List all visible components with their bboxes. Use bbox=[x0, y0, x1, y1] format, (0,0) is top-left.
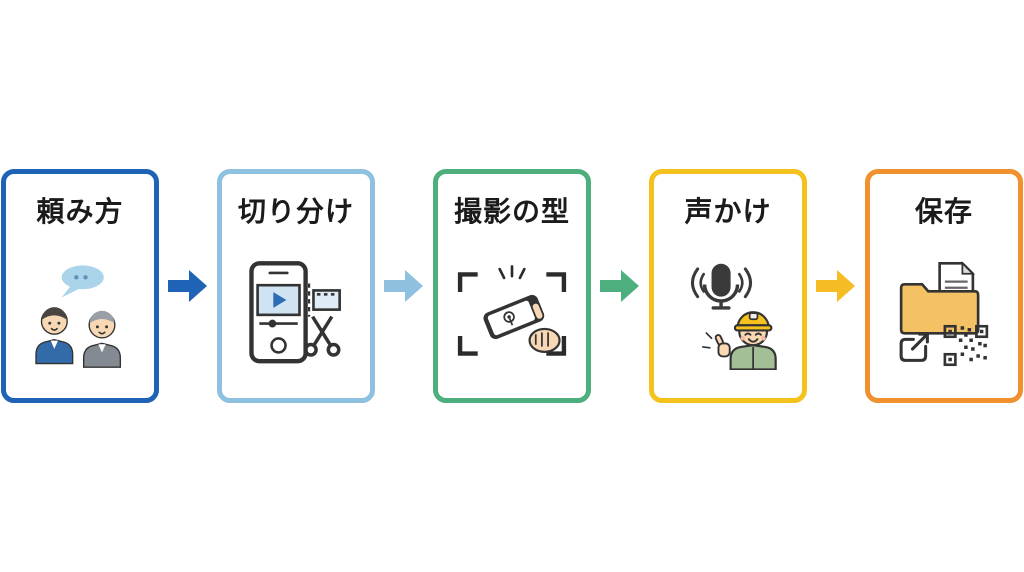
people-talking-svg bbox=[35, 265, 122, 368]
step-title-split: 切り分け bbox=[237, 195, 354, 228]
holding-hand-icon bbox=[528, 327, 561, 353]
thumbs-up-icon bbox=[702, 332, 731, 358]
step-title-shoot: 撮影の型 bbox=[453, 195, 570, 228]
share-export-icon bbox=[899, 332, 929, 362]
arrow-right-icon-1 bbox=[168, 270, 207, 302]
step-title-save: 保存 bbox=[914, 195, 973, 228]
phone-capture-svg bbox=[457, 265, 567, 356]
video-cut-icon bbox=[239, 230, 353, 398]
step-box-voice: 声かけ bbox=[649, 169, 807, 403]
scissors-icon bbox=[303, 315, 341, 357]
arrow-right-icon-3 bbox=[600, 270, 639, 302]
speech-bubble-icon bbox=[61, 265, 104, 298]
voice-worker-icon bbox=[663, 230, 793, 398]
film-clip-icon bbox=[308, 283, 341, 317]
folder-icon bbox=[899, 282, 980, 335]
focus-frame-icon bbox=[457, 272, 567, 356]
step-title-voice: 声かけ bbox=[684, 195, 772, 228]
voice-worker-svg bbox=[690, 263, 777, 370]
step-box-split: 切り分け bbox=[217, 169, 375, 403]
microphone-icon bbox=[690, 263, 753, 310]
qr-code-icon bbox=[943, 324, 989, 367]
people-talking-icon bbox=[25, 230, 135, 398]
arrow-right-icon-4 bbox=[816, 270, 855, 302]
phone-capture-icon bbox=[446, 230, 578, 398]
person-younger bbox=[35, 307, 74, 365]
step-box-ask: 頼み方 bbox=[1, 169, 159, 403]
tap-sparks-icon bbox=[498, 265, 526, 280]
video-cut-svg bbox=[249, 261, 341, 364]
save-export-svg bbox=[899, 261, 989, 367]
step-box-shoot: 撮影の型 bbox=[433, 169, 591, 403]
arrow-right-icon-2 bbox=[384, 270, 423, 302]
tilted-phone-icon bbox=[483, 294, 545, 340]
save-export-icon bbox=[887, 230, 1001, 398]
smartphone-video-icon bbox=[249, 261, 308, 364]
person-older bbox=[82, 310, 122, 368]
step-box-save: 保存 bbox=[865, 169, 1023, 403]
worker-face-icon bbox=[729, 311, 777, 370]
step-title-ask: 頼み方 bbox=[36, 195, 124, 228]
